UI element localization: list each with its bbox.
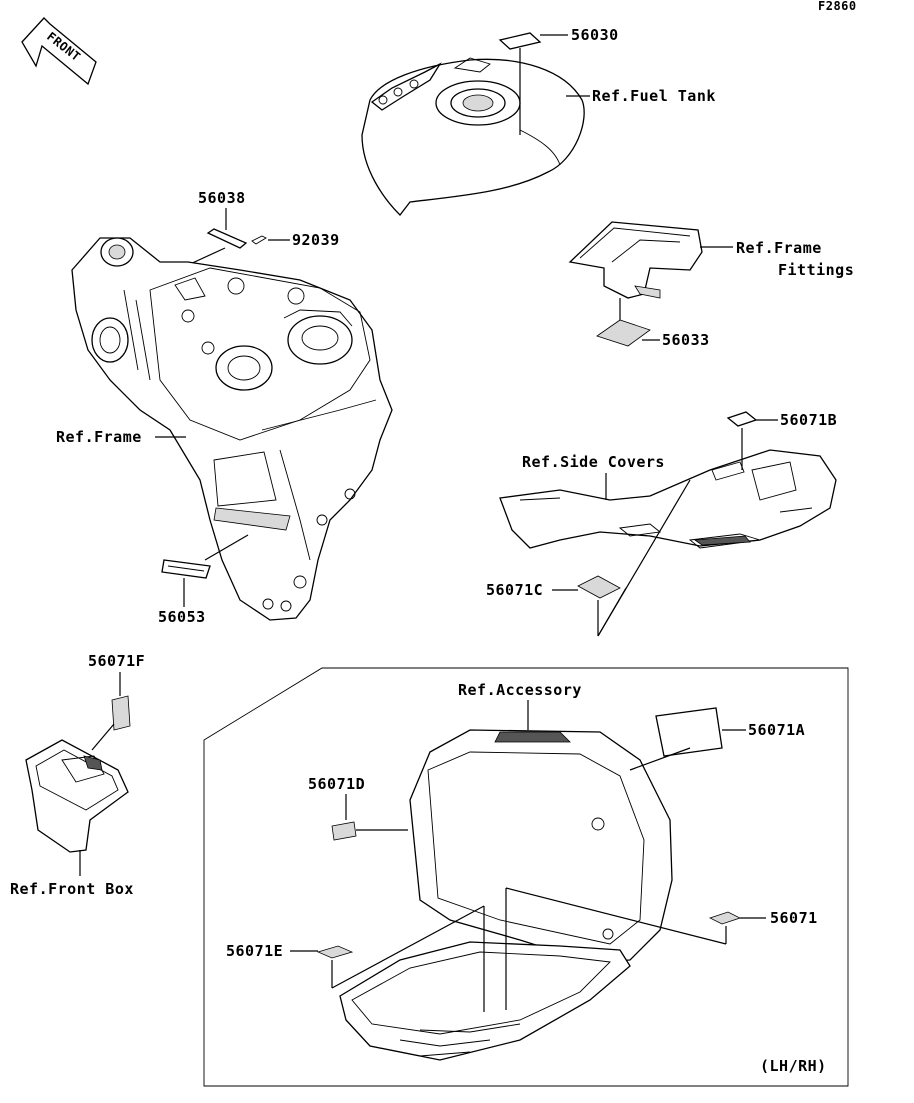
fuel-tank-drawing (361, 57, 585, 216)
part-92039: 92039 (292, 231, 340, 249)
frame-fittings-drawing (568, 221, 703, 299)
label-56053-icon (161, 559, 211, 579)
ref-side-covers: Ref.Side Covers (522, 453, 665, 471)
rivet-92039-icon (251, 235, 267, 245)
label-56071F-icon (111, 695, 131, 731)
ref-front-box: Ref.Front Box (10, 880, 134, 898)
label-56038-icon (206, 228, 248, 249)
part-56030: 56030 (571, 26, 619, 44)
label-56030-icon (498, 32, 542, 50)
ref-accessory: Ref.Accessory (458, 681, 582, 699)
part-56071B: 56071B (780, 411, 837, 429)
part-56071: 56071 (770, 909, 818, 927)
side-covers-drawing (499, 449, 837, 549)
part-56071F: 56071F (88, 652, 145, 670)
front-arrow-icon: FRONT (21, 17, 97, 86)
ref-frame-fittings-line2: Fittings (778, 261, 854, 279)
ref-fuel-tank: Ref.Fuel Tank (592, 87, 716, 105)
label-56071C-icon (577, 575, 621, 599)
label-56071D-icon (331, 821, 357, 841)
part-56038: 56038 (198, 189, 246, 207)
label-56071A-icon (655, 707, 723, 757)
part-56053: 56053 (158, 608, 206, 626)
part-56033: 56033 (662, 331, 710, 349)
ref-frame-fittings-line1: Ref.Frame (736, 239, 822, 257)
part-56071E: 56071E (226, 942, 283, 960)
front-box-drawing (25, 739, 129, 853)
label-56071B-icon (726, 411, 758, 427)
diagram-code: F2860 (818, 0, 857, 13)
ref-frame: Ref.Frame (56, 428, 142, 446)
label-56071E-icon (316, 945, 354, 959)
label-56071-icon (708, 911, 742, 925)
frame-drawing (71, 237, 393, 621)
part-56071A: 56071A (748, 721, 805, 739)
part-56071D: 56071D (308, 775, 365, 793)
part-56071C: 56071C (486, 581, 543, 599)
top-case-drawing (339, 729, 673, 1061)
label-56033-icon (596, 319, 651, 347)
accessory-frame (203, 667, 849, 1087)
lh-rh-note: (LH/RH) (760, 1057, 827, 1075)
